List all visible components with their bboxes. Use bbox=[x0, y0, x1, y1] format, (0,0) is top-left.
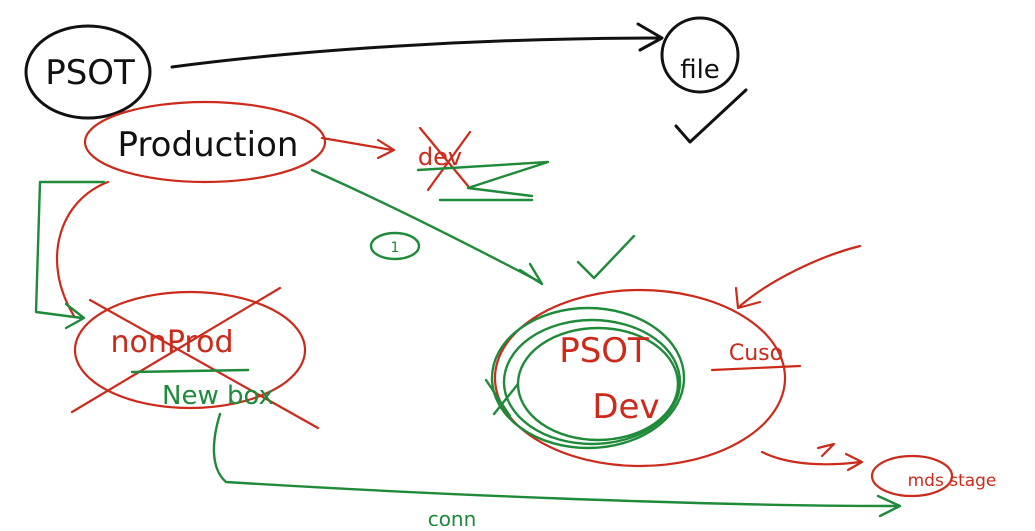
psot-dev-label-line2: Dev bbox=[592, 387, 659, 427]
arrow-to-mds-mark bbox=[816, 442, 836, 458]
arrow-to-mds bbox=[760, 450, 862, 466]
arrow-into-psotdev bbox=[738, 244, 862, 308]
arrow-production-to-psotdev-head bbox=[518, 262, 544, 286]
psot-dev-green-circle-2 bbox=[502, 318, 682, 446]
marker-one-oval bbox=[369, 231, 421, 261]
psot-dev-label-line1: PSOT bbox=[559, 331, 649, 371]
psot-top-circle bbox=[24, 24, 152, 120]
arrow-to-mds-head bbox=[844, 452, 864, 472]
cuso-label: Cuso bbox=[729, 341, 783, 366]
arrow-into-psotdev-head bbox=[734, 286, 762, 310]
production-label: Production bbox=[118, 125, 299, 165]
mds-stage-oval bbox=[870, 454, 954, 498]
arrow-conn-head bbox=[876, 494, 902, 518]
conn-label: conn bbox=[428, 507, 477, 526]
arrow-production-to-nonprod-green bbox=[34, 180, 106, 320]
check-mark-psotdev bbox=[576, 234, 636, 280]
arrow-production-to-dev bbox=[320, 136, 394, 152]
psot-dev-green-x bbox=[484, 378, 520, 418]
psot-top-label: PSOT bbox=[45, 53, 135, 93]
production-oval bbox=[83, 100, 327, 184]
cuso-underline bbox=[710, 364, 802, 372]
nonprod-cross-mark bbox=[70, 286, 320, 430]
arrow-to-nonprod-head bbox=[64, 302, 86, 330]
psot-dev-outer-oval bbox=[493, 288, 787, 468]
arrow-production-to-nonprod-red bbox=[55, 180, 110, 318]
arrow-psot-to-file-head bbox=[636, 22, 664, 52]
new-box-label: New box bbox=[162, 381, 274, 411]
mds-stage-label: mds stage bbox=[908, 471, 997, 491]
new-box-underline bbox=[130, 368, 250, 374]
arrow-production-to-psotdev bbox=[310, 168, 542, 284]
nonprod-label: nonProd bbox=[110, 325, 233, 360]
arrow-conn bbox=[212, 412, 898, 508]
file-label: file bbox=[680, 55, 720, 85]
nonprod-oval bbox=[73, 290, 307, 410]
arrow-psot-to-file bbox=[170, 36, 662, 69]
file-circle bbox=[660, 16, 740, 94]
arrow-production-to-dev-head bbox=[376, 138, 396, 160]
psot-dev-green-circle-1 bbox=[490, 306, 686, 450]
dev-green-strike bbox=[416, 160, 550, 202]
dev-crossed-label: dev bbox=[418, 143, 462, 171]
dev-cross-mark bbox=[418, 126, 472, 192]
marker-one-label: 1 bbox=[391, 240, 400, 256]
check-mark-file bbox=[674, 88, 748, 144]
